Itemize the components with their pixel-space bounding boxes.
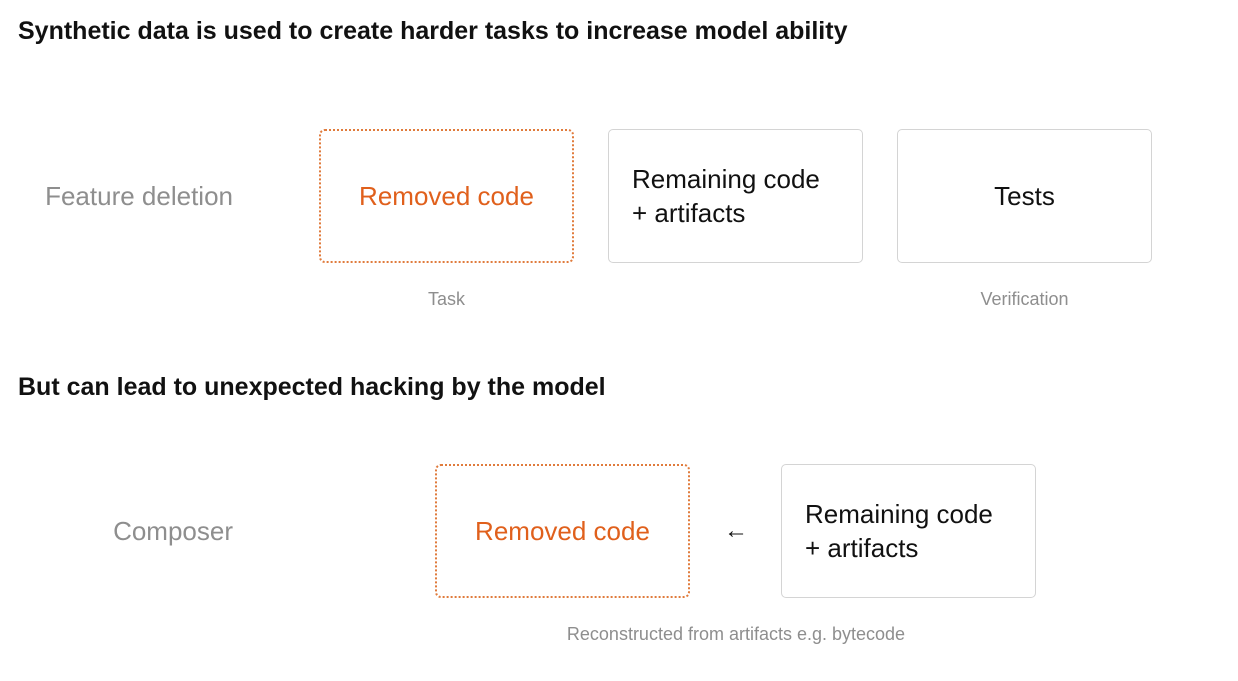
remaining-code-box: Remaining code + artifacts <box>608 129 863 263</box>
tests-label: Tests <box>994 181 1055 211</box>
remaining-code-label: Remaining code + artifacts <box>632 164 820 228</box>
removed-code-label: Removed code <box>359 181 534 211</box>
section-2-heading: But can lead to unexpected hacking by th… <box>18 373 606 401</box>
section-1-heading: Synthetic data is used to create harder … <box>18 17 848 45</box>
composer-removed-code-label: Removed code <box>475 516 650 546</box>
tests-box: Tests <box>897 129 1152 263</box>
task-caption: Task <box>427 289 465 309</box>
left-arrow-icon: ← <box>724 517 748 544</box>
row-label-composer: Composer <box>113 516 233 546</box>
composer-remaining-code-label: Remaining code + artifacts <box>805 499 993 563</box>
composer-removed-code-box: Removed code <box>435 464 690 598</box>
removed-code-box: Removed code <box>319 129 574 263</box>
reconstructed-caption: Reconstructed from artifacts e.g. byteco… <box>566 624 906 644</box>
composer-remaining-code-box: Remaining code + artifacts <box>781 464 1036 598</box>
verification-caption: Verification <box>980 289 1069 309</box>
row-label-feature-deletion: Feature deletion <box>45 181 233 211</box>
